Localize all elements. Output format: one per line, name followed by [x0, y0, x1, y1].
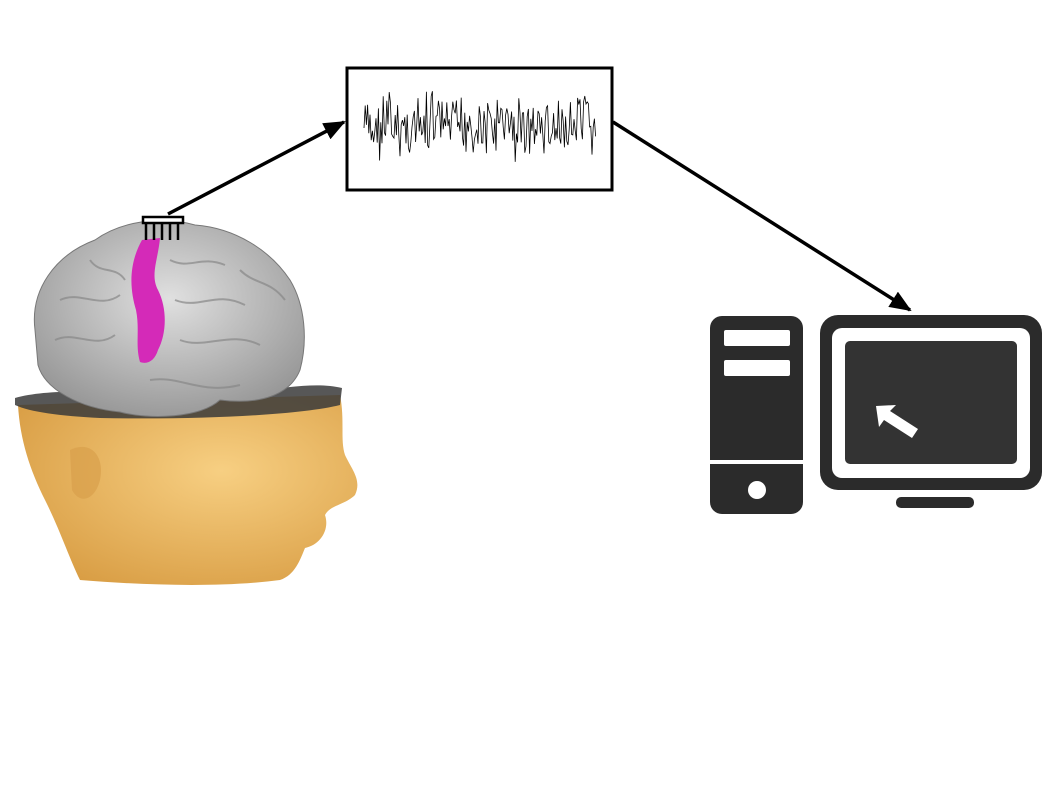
motor-cortex-highlight: [131, 238, 165, 363]
arrow-brain-to-signal: [167, 120, 346, 216]
desktop-computer-icon: [710, 315, 1042, 514]
signal-trace: [363, 91, 596, 162]
computer-tower-icon: [710, 316, 803, 514]
monitor-icon: [820, 315, 1042, 508]
signal-box: [345, 66, 614, 192]
head-with-brain-icon: [15, 215, 358, 585]
brain-folds: [54, 259, 286, 389]
electrode-array-icon: [141, 215, 185, 240]
neural-signal-waveform-icon: [345, 66, 614, 192]
arrow-signal-to-computer: [612, 120, 912, 312]
head-icon: [18, 395, 358, 585]
brain-icon: [33, 219, 305, 417]
ear-icon: [70, 446, 101, 499]
cursor-arrow-icon: [876, 405, 918, 438]
